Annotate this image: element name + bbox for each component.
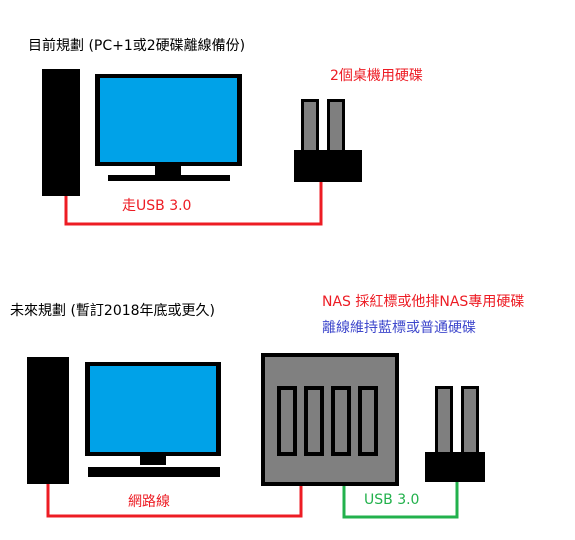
future-offline-label: 離線維持藍標或普通硬碟	[322, 320, 476, 336]
future-nas-label: NAS 採紅標或他排NAS專用硬碟	[322, 294, 525, 310]
future-network-cable	[46, 484, 303, 518]
current-cable-label: 走USB 3.0	[122, 198, 192, 214]
current-usb-cable	[64, 182, 323, 226]
future-monitor-icon	[85, 362, 221, 477]
future-usb-label: USB 3.0	[364, 492, 420, 508]
current-dual-drive-dock-icon	[294, 99, 362, 182]
future-plan-title: 未來規劃 (暫訂2018年底或更久)	[10, 303, 216, 319]
current-plan-title: 目前規劃 (PC+1或2硬碟離線備份)	[28, 38, 246, 54]
future-network-label: 網路線	[128, 494, 170, 510]
current-pc-tower	[42, 69, 80, 196]
current-monitor-icon	[95, 74, 242, 181]
future-pc-tower	[27, 357, 69, 484]
future-usb-cable	[342, 482, 459, 519]
future-dual-drive-dock-icon	[425, 386, 485, 482]
nas-box-icon	[261, 353, 399, 486]
current-drives-label: 2個桌機用硬碟	[330, 68, 423, 84]
